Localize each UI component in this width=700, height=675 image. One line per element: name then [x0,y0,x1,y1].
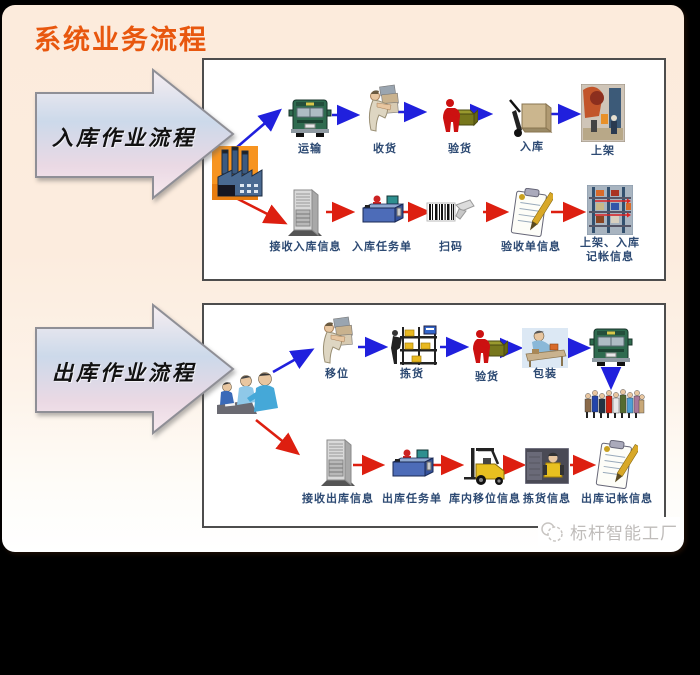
customers-crowd-icon [583,388,645,427]
shelving-photo-icon [580,83,626,147]
server-icon [319,436,357,493]
factory-icon [210,144,268,207]
label-line-2: 记帐信息 [586,251,634,263]
two-circles-logo-icon [541,521,563,542]
step-label-pick: 拣货 [400,368,424,380]
step-label-outbound-booking-info: 出库记帐信息 [581,493,653,505]
picking-worker-photo-icon [524,447,570,489]
checklist-icon [594,439,641,497]
putaway-trolley-icon [506,98,554,143]
watermark-brand: 标杆智能工厂 [570,524,678,543]
meeting-people-icon [215,370,281,421]
workstation-icon [387,448,437,489]
step-label-packing: 包装 [533,368,557,380]
label-line-1: 上架、入库 [580,237,640,249]
inspect-goods-icon [438,96,479,143]
step-label-shelving-booking-info: 上架、入库 记帐信息 [565,236,655,264]
step-label-outbound-task: 出库任务单 [382,493,442,505]
move-goods-icon [317,316,357,373]
picking-rack-icon [388,323,438,374]
step-label-acceptance-info: 验收单信息 [501,241,561,253]
receive-goods-icon [363,84,403,141]
checklist-icon [509,187,556,245]
rack-photo-icon [586,184,634,240]
step-label-receive: 收货 [373,143,397,155]
step-label-picking-info: 拣货信息 [523,493,571,505]
forklift-icon [463,444,507,491]
step-label-inspect-out: 验货 [475,371,499,383]
step-label-inbound-task: 入库任务单 [352,241,412,253]
server-icon [286,186,324,243]
step-label-relocate: 移位 [325,368,349,380]
delivery-truck-icon [589,325,633,372]
page-title: 系统业务流程 [34,25,208,55]
barcode-scan-icon [426,199,476,230]
watermark: 标杆智能工厂 [538,517,680,546]
delivery-truck-icon [288,96,332,143]
step-label-transport: 运输 [298,143,322,155]
step-label-receive-inbound-info: 接收入库信息 [269,241,342,253]
packing-icon [522,328,568,373]
step-label-shelving: 上架 [591,145,615,157]
step-label-scan: 扫码 [439,241,463,253]
step-label-inspect-in: 验货 [448,143,472,155]
step-label-receive-outbound-info: 接收出库信息 [302,493,374,505]
step-label-putaway: 入库 [520,141,544,153]
inspect-goods-icon [468,327,509,374]
workstation-icon [357,194,407,235]
step-label-relocation-info: 库内移位信息 [449,493,521,505]
